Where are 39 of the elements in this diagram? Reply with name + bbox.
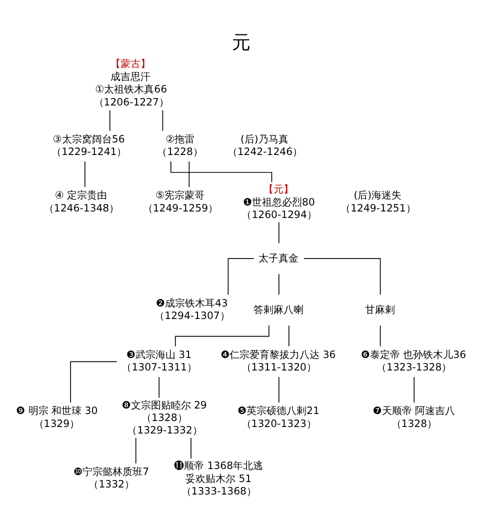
node-text: ❸武宗海山 31 （1307-1311） xyxy=(122,349,197,374)
node-text: ⓫顺帝 1368年北逃 妥欢贴木尔 51 （1333-1368） xyxy=(174,460,264,497)
node-text: ❾ 明宗 和世㻋 30 （1329） xyxy=(16,406,98,430)
node-text: ❿宁宗懿林质班7 （1332） xyxy=(74,466,150,490)
node-text: ③太宗窝阔台56 （1229-1241） xyxy=(52,134,127,158)
node-text: 【蒙古】 成吉思汗 ①太祖铁木真66 （1206-1227） xyxy=(94,58,170,108)
connector xyxy=(380,324,381,346)
connector xyxy=(162,109,164,131)
connector xyxy=(135,436,136,464)
node-text: (后)乃马真 （1242-1246） xyxy=(227,134,303,158)
connector xyxy=(158,376,160,398)
diagram-title: 元 xyxy=(232,32,251,54)
node-text: 太子真金 xyxy=(258,253,299,264)
node-text: ②拖雷 （1228） xyxy=(157,134,203,158)
node-text: ⑤宪宗蒙哥 （1249-1259） xyxy=(142,190,218,214)
connector xyxy=(288,324,290,346)
node-text: ❹仁宗爱育黎拔力八达 36 （1311-1320） xyxy=(220,349,336,374)
node-text: 【元】 ❶世祖忽必烈80 （1260-1294） xyxy=(242,184,317,221)
node-text: ④ 定宗贵由 （1246-1348） xyxy=(44,190,120,214)
connector xyxy=(278,376,280,402)
connector xyxy=(414,376,415,402)
connector xyxy=(228,258,254,295)
connector xyxy=(84,160,86,187)
connector xyxy=(170,160,272,182)
connector xyxy=(278,221,280,244)
connector xyxy=(70,360,118,402)
connector xyxy=(109,109,110,131)
node-text: ❻泰定帝 也孙铁木儿36 （1323-1328） xyxy=(360,349,466,374)
node-text: 答剌麻八喇 xyxy=(254,304,304,316)
connector xyxy=(278,273,280,295)
node-text: ❼天顺帝 阿速吉八 （1328） xyxy=(372,406,456,430)
node-text: (后)海迷失 （1249-1251） xyxy=(340,190,416,214)
node-text: 甘麻剌 xyxy=(365,304,396,316)
node-text: ❺英宗硕德八剌21 （1320-1323） xyxy=(237,406,320,430)
node-text: ❽文宗图贴睦尔 29 （1328） （1329-1332） xyxy=(122,400,207,436)
node-text: ❷成宗铁木耳43 （1294-1307） xyxy=(154,298,230,322)
connector xyxy=(188,160,190,187)
connector xyxy=(190,436,192,458)
connector xyxy=(304,258,381,295)
